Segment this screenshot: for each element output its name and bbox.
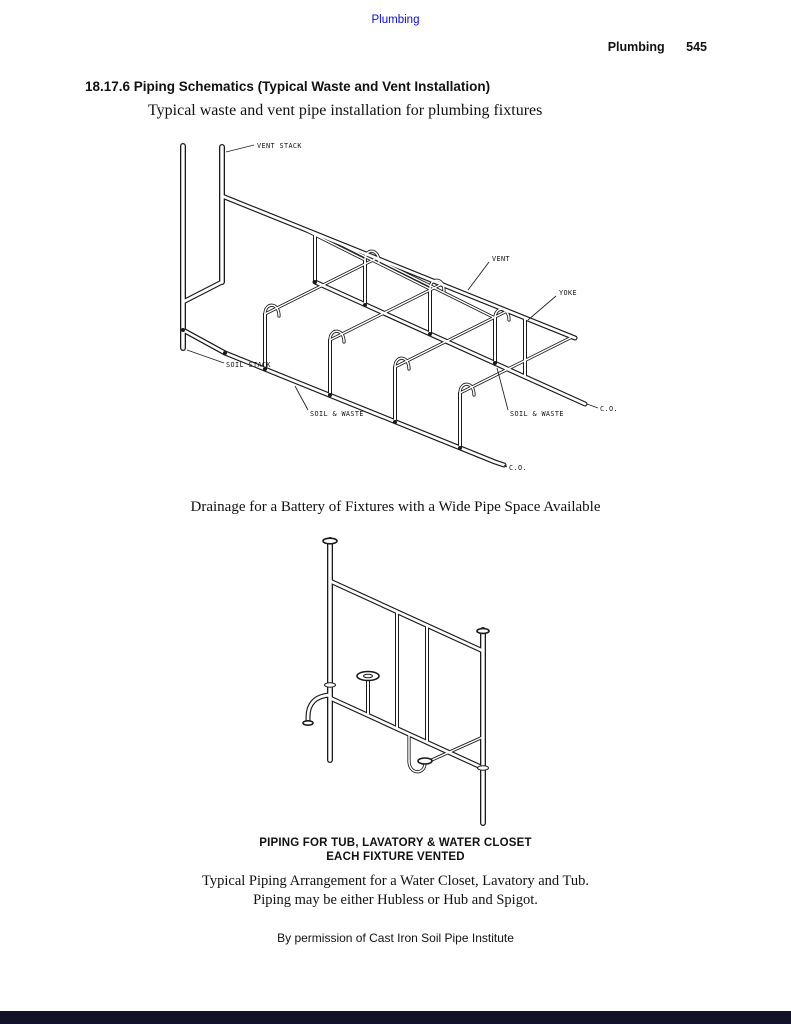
figure2-description-line1: Typical Piping Arrangement for a Water C… — [202, 873, 589, 889]
label-soil-waste-left: SOIL & WASTE — [310, 410, 364, 418]
pipe-collar — [324, 682, 336, 688]
label-co-right: C.O. — [600, 405, 618, 413]
battery-drainage-diagram: VENT STACK VENT YOKE SOIL STACK SOIL & W… — [160, 142, 618, 472]
pipe-collar — [477, 765, 489, 771]
tub-lavatory-closet-diagram — [302, 533, 490, 833]
stack-hub — [476, 627, 490, 635]
closet-bend-pipe — [308, 695, 330, 722]
page-number: 545 — [686, 40, 707, 54]
running-header-chapter: Plumbing — [607, 40, 665, 54]
leader-lines — [186, 144, 599, 468]
fitting-dots — [181, 280, 497, 450]
figure2-caption-line1: PIPING FOR TUB, LAVATORY & WATER CLOSET — [259, 837, 532, 849]
running-header: Plumbing 545 — [608, 40, 707, 54]
figure1-caption: Drainage for a Battery of Fixtures with … — [190, 499, 601, 515]
label-co-bottom: C.O. — [509, 464, 527, 472]
section-heading: 18.17.6 Piping Schematics (Typical Waste… — [85, 79, 491, 94]
fittings-layer — [302, 537, 490, 771]
section-subtitle: Typical waste and vent pipe installation… — [148, 102, 543, 119]
plumbing-bookmark-link[interactable]: Plumbing — [371, 14, 420, 26]
label-yoke: YOKE — [559, 289, 577, 297]
permission-credit: By permission of Cast Iron Soil Pipe Ins… — [277, 931, 514, 945]
label-vent-stack: VENT STACK — [257, 142, 302, 150]
label-soil-stack: SOIL STACK — [226, 361, 271, 369]
figure2-description-line2: Piping may be either Hubless or Hub and … — [253, 891, 538, 908]
figure2-caption-line2: EACH FIXTURE VENTED — [326, 851, 465, 863]
bend-hub — [302, 720, 314, 727]
diagram-labels: VENT STACK VENT YOKE SOIL STACK SOIL & W… — [226, 142, 618, 472]
label-vent: VENT — [492, 255, 510, 263]
tub-drain-flange — [417, 757, 433, 765]
figure2-description: Typical Piping Arrangement for a Water C… — [0, 872, 791, 909]
stack-hub — [322, 537, 338, 545]
label-soil-waste-right: SOIL & WASTE — [510, 410, 564, 418]
figure2-caption: PIPING FOR TUB, LAVATORY & WATER CLOSET … — [0, 836, 791, 864]
bottom-bar — [0, 1011, 791, 1024]
closet-flange-opening — [363, 673, 373, 679]
